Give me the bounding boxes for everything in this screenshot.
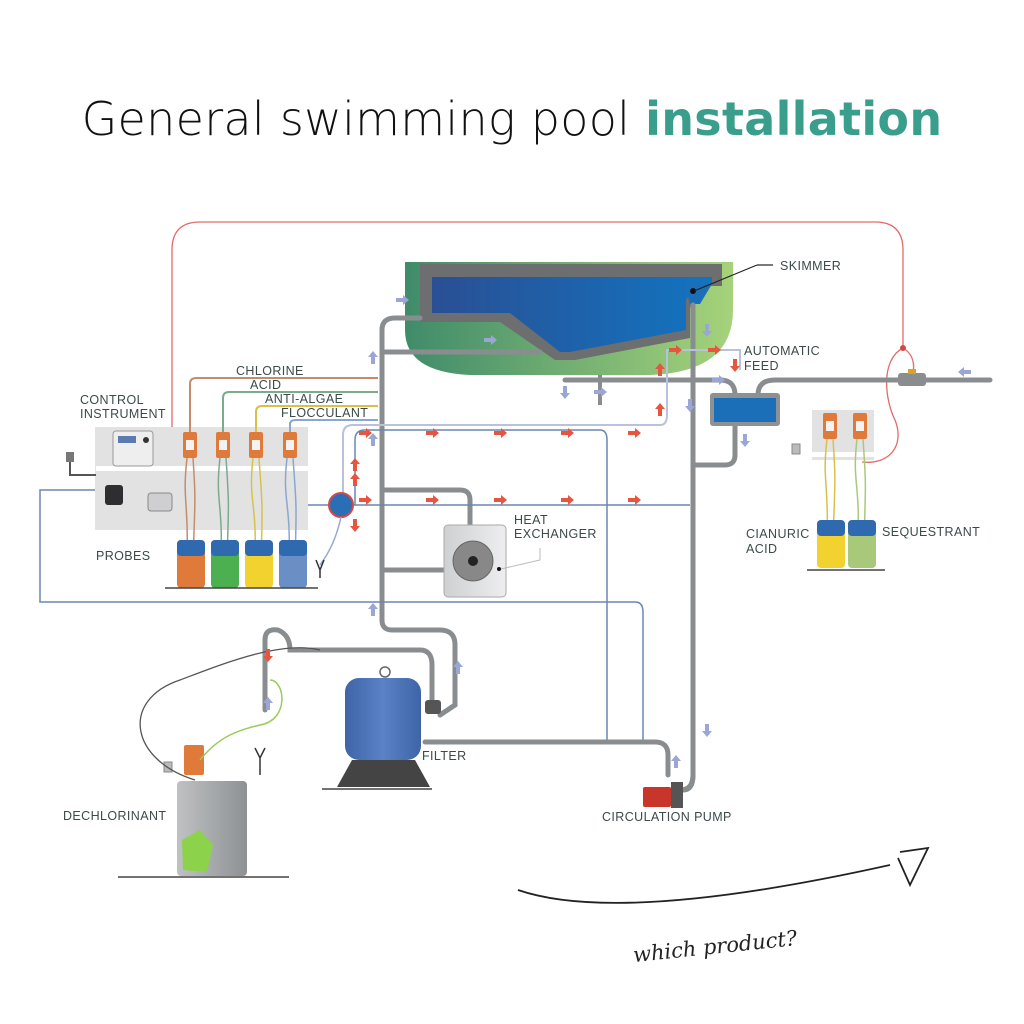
cold-flow-arrow — [453, 661, 463, 674]
flow-meter — [898, 373, 926, 386]
dosing-station-anti-algae[interactable] — [245, 432, 273, 588]
hot-flow-arrow — [708, 345, 721, 355]
cold-flow-arrow — [671, 755, 681, 768]
label-control-instrument-1: CONTROL — [80, 393, 144, 407]
dosing-station-sequestrant[interactable] — [848, 413, 876, 568]
label-automatic-feed-1: AUTOMATIC — [744, 344, 820, 358]
label-control-instrument-2: INSTRUMENT — [80, 407, 166, 421]
cold-flow-arrow — [740, 434, 750, 447]
label-heat-exchanger-1: HEAT — [514, 513, 548, 527]
signal-line-loop — [861, 347, 904, 463]
label-chlorine: CHLORINE — [236, 364, 304, 378]
skimmer-leader — [693, 264, 758, 292]
power-socket — [66, 452, 74, 462]
hot-flow-arrow — [263, 649, 273, 662]
drain-icon — [315, 559, 325, 578]
hot-flow-arrow — [426, 495, 439, 505]
filter[interactable] — [322, 666, 441, 790]
dosing-station-cianuric-acid[interactable] — [817, 413, 845, 568]
cold-flow-arrow — [712, 375, 725, 385]
label-flocculant: FLOCCULANT — [281, 406, 368, 420]
probe-filter-housing — [105, 485, 123, 505]
hot-flow-arrow — [628, 495, 641, 505]
callout-text: which product? — [632, 926, 799, 967]
label-cianuric-acid-1: CIANURIC — [746, 527, 810, 541]
circulation-pump[interactable] — [643, 774, 696, 808]
power-socket-right — [791, 443, 801, 455]
dosing-station-flocculant[interactable] — [279, 432, 307, 588]
cold-flow-arrow — [958, 367, 971, 377]
cold-flow-arrow — [263, 697, 273, 710]
page-title: General swimming pool installation — [0, 92, 1024, 146]
label-acid: ACID — [250, 378, 281, 392]
signal-node — [900, 345, 906, 351]
hot-flow-arrow — [350, 519, 360, 532]
dosing-station-chlorine[interactable] — [177, 432, 205, 588]
hot-flow-arrow — [359, 428, 372, 438]
label-skimmer: SKIMMER — [780, 259, 841, 273]
cold-flow-arrow — [594, 387, 607, 397]
hot-flow-arrow — [655, 363, 665, 376]
hot-flow-arrow — [494, 428, 507, 438]
hot-flow-arrow — [730, 359, 740, 372]
hot-flow-arrow — [494, 495, 507, 505]
label-heat-exchanger-2: EXCHANGER — [514, 527, 597, 541]
label-dechlorinant: DECHLORINANT — [63, 809, 166, 823]
label-cianuric-acid-2: ACID — [746, 542, 777, 556]
callout-arrowhead — [897, 846, 930, 888]
hot-flow-arrow — [350, 458, 360, 471]
label-sequestrant: SEQUESTRANT — [882, 525, 980, 539]
label-circulation-pump: CIRCULATION PUMP — [602, 810, 732, 824]
cold-flow-arrow — [368, 351, 378, 364]
title-main: General swimming pool — [81, 92, 631, 146]
dechlorinant-unit[interactable] — [118, 745, 289, 878]
hot-flow-arrow — [350, 473, 360, 486]
hot-flow-arrow — [359, 495, 372, 505]
cold-flow-arrow — [702, 724, 712, 737]
cold-flow-arrow — [560, 386, 570, 399]
hot-flow-arrow — [669, 345, 682, 355]
flow-arrows — [263, 295, 971, 768]
label-probes: PROBES — [96, 549, 151, 563]
cold-flow-arrow — [368, 603, 378, 616]
label-filter: FILTER — [422, 749, 467, 763]
pool — [405, 262, 733, 375]
hot-flow-arrow — [426, 428, 439, 438]
drain-icon-2 — [254, 747, 266, 775]
callout-arrow — [517, 864, 891, 904]
hot-flow-arrow — [561, 428, 574, 438]
dosing-lines — [189, 377, 378, 432]
cold-flow-arrow — [484, 335, 497, 345]
title-accent: installation — [645, 92, 943, 146]
cold-flow-arrow — [396, 295, 409, 305]
hot-flow-arrow — [628, 428, 641, 438]
label-anti-algae: ANTI-ALGAE — [265, 392, 343, 406]
dosing-station-acid[interactable] — [211, 432, 239, 588]
cold-flow-arrow — [702, 324, 712, 337]
hot-flow-arrow — [655, 403, 665, 416]
cold-flow-arrow — [368, 433, 378, 446]
three-way-valve[interactable] — [328, 492, 354, 518]
probe-holder — [147, 492, 173, 512]
signal-line — [171, 221, 904, 465]
cold-flow-arrow — [685, 399, 695, 412]
hot-flow-arrow — [561, 495, 574, 505]
instrument-display — [118, 436, 136, 443]
label-automatic-feed-2: FEED — [744, 359, 779, 373]
